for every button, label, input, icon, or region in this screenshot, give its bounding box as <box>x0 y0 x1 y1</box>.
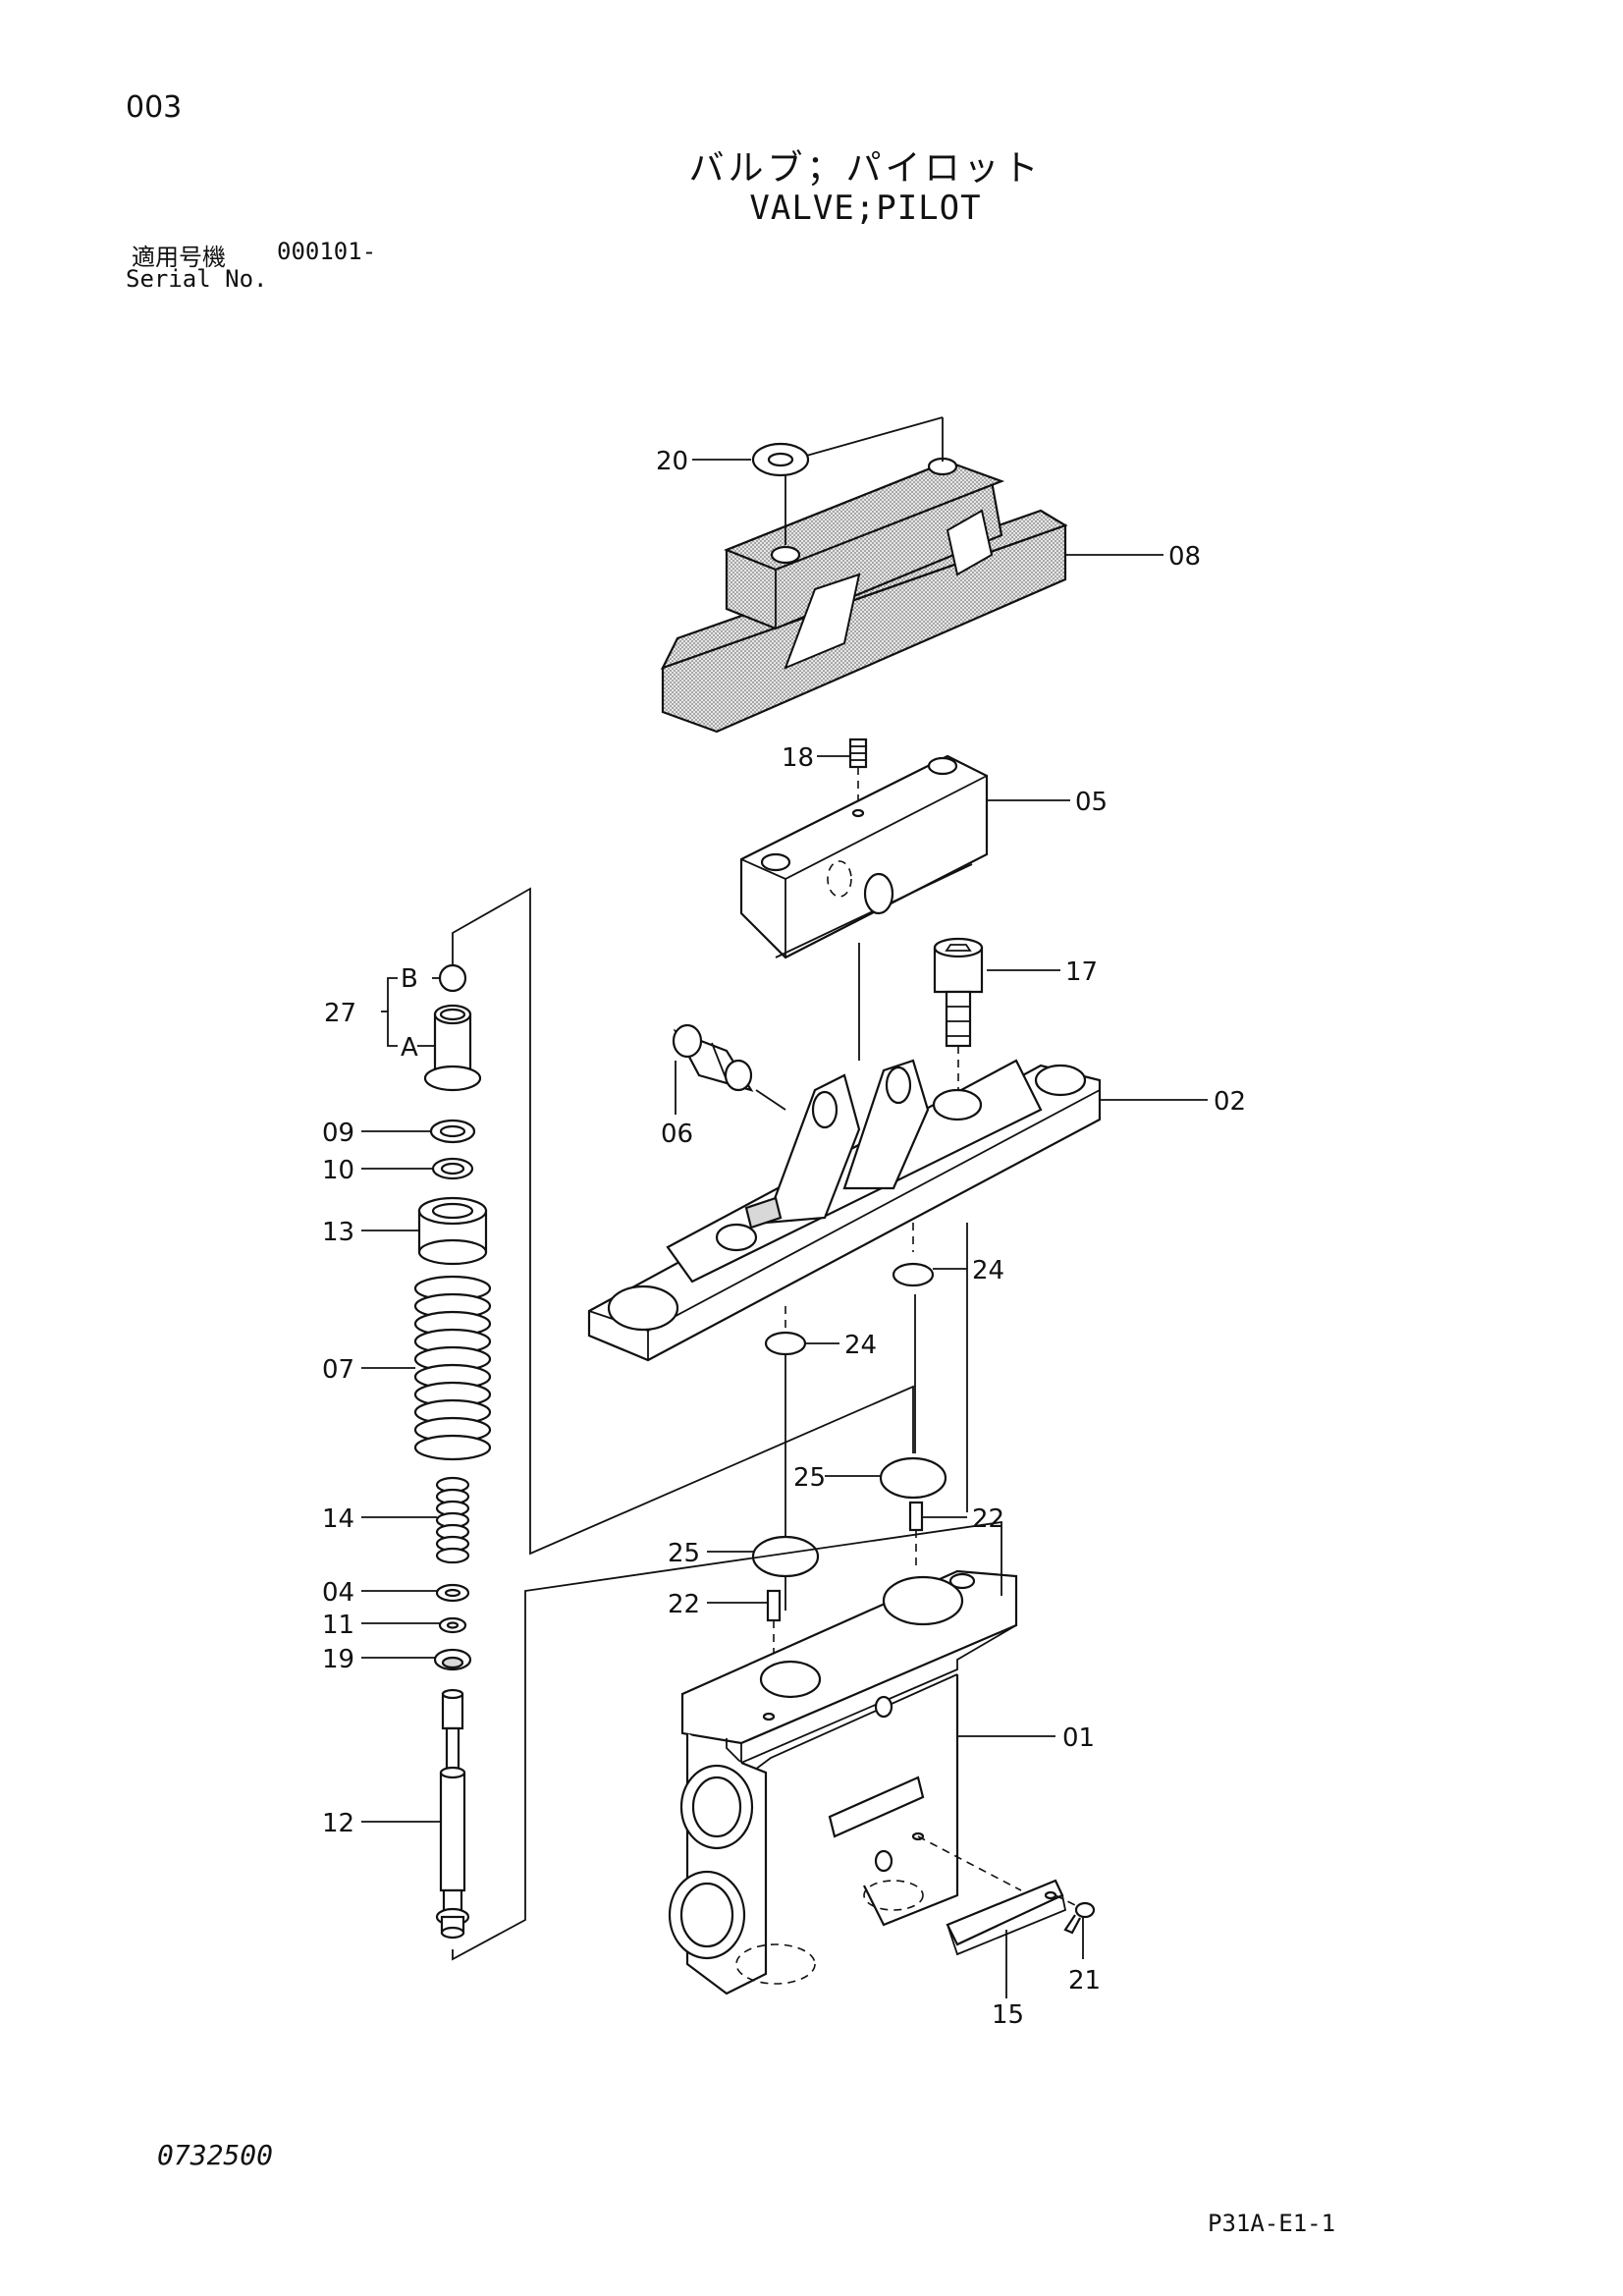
callout-22-lower: 22 <box>668 1590 700 1619</box>
callout-25-upper: 25 <box>793 1463 826 1493</box>
callout-13: 13 <box>322 1218 354 1247</box>
part-18-plug <box>848 738 868 769</box>
callout-15: 15 <box>992 2000 1024 2030</box>
part-25-o-ring-upper <box>879 1456 947 1500</box>
part-01-body <box>668 1569 1018 1995</box>
callout-24-lower: 24 <box>844 1331 877 1360</box>
callout-01: 01 <box>1062 1723 1095 1753</box>
page-number: 003 <box>126 90 183 125</box>
figure-code: P31A-E1-1 <box>1208 2210 1336 2237</box>
callout-08: 08 <box>1168 542 1201 572</box>
part-22-pin-upper <box>908 1501 924 1532</box>
part-24-o-ring-upper <box>892 1262 935 1287</box>
part-02-cam-plate <box>587 1059 1102 1362</box>
callout-24-upper: 24 <box>972 1256 1004 1285</box>
leader-lines <box>361 459 1208 1998</box>
part-06-pin <box>672 1023 754 1092</box>
callout-06: 06 <box>661 1120 693 1149</box>
callout-27: 27 <box>324 999 356 1028</box>
part-24-o-ring-lower <box>764 1331 807 1356</box>
title-japanese: バルブ；パイロット <box>688 148 1043 189</box>
callout-14: 14 <box>322 1504 354 1534</box>
part-21-screw <box>1063 1901 1096 1935</box>
callout-19: 19 <box>322 1645 354 1674</box>
part-12-spool <box>435 1688 470 1940</box>
part-27-seat <box>423 1004 482 1092</box>
callout-11: 11 <box>322 1611 354 1640</box>
part-15-cover <box>946 1879 1067 1956</box>
part-22-pin-lower <box>766 1589 782 1622</box>
part-08-boot <box>660 457 1068 734</box>
callout-25-lower: 25 <box>668 1539 700 1568</box>
callout-22-upper: 22 <box>972 1504 1004 1534</box>
part-07-spring <box>413 1275 492 1461</box>
callout-02: 02 <box>1214 1087 1246 1117</box>
callout-10: 10 <box>322 1156 354 1185</box>
callout-09: 09 <box>322 1119 354 1148</box>
part-05-plate <box>739 754 989 959</box>
callout-04: 04 <box>322 1578 354 1608</box>
part-17-bolt <box>933 937 984 1048</box>
part-19-washer <box>433 1648 472 1671</box>
callout-27-B: B <box>401 964 418 994</box>
callout-05: 05 <box>1075 788 1108 817</box>
callout-20: 20 <box>656 447 688 476</box>
part-13-spring-seat <box>417 1196 488 1266</box>
callout-18: 18 <box>782 743 814 773</box>
serial-label-japanese: 適用号機 <box>132 244 226 271</box>
callout-17: 17 <box>1065 957 1098 987</box>
document-code: 0732500 <box>157 2139 274 2171</box>
part-14-spring <box>435 1476 470 1564</box>
title-english: VALVE;PILOT <box>749 189 982 228</box>
callout-27-A: A <box>401 1033 418 1063</box>
callout-12: 12 <box>322 1809 354 1838</box>
callout-21: 21 <box>1068 1966 1101 1995</box>
callout-07: 07 <box>322 1355 354 1385</box>
serial-value: 000101- <box>277 238 377 265</box>
part-27-ball <box>438 963 467 993</box>
serial-label-english: Serial No. <box>126 265 268 293</box>
